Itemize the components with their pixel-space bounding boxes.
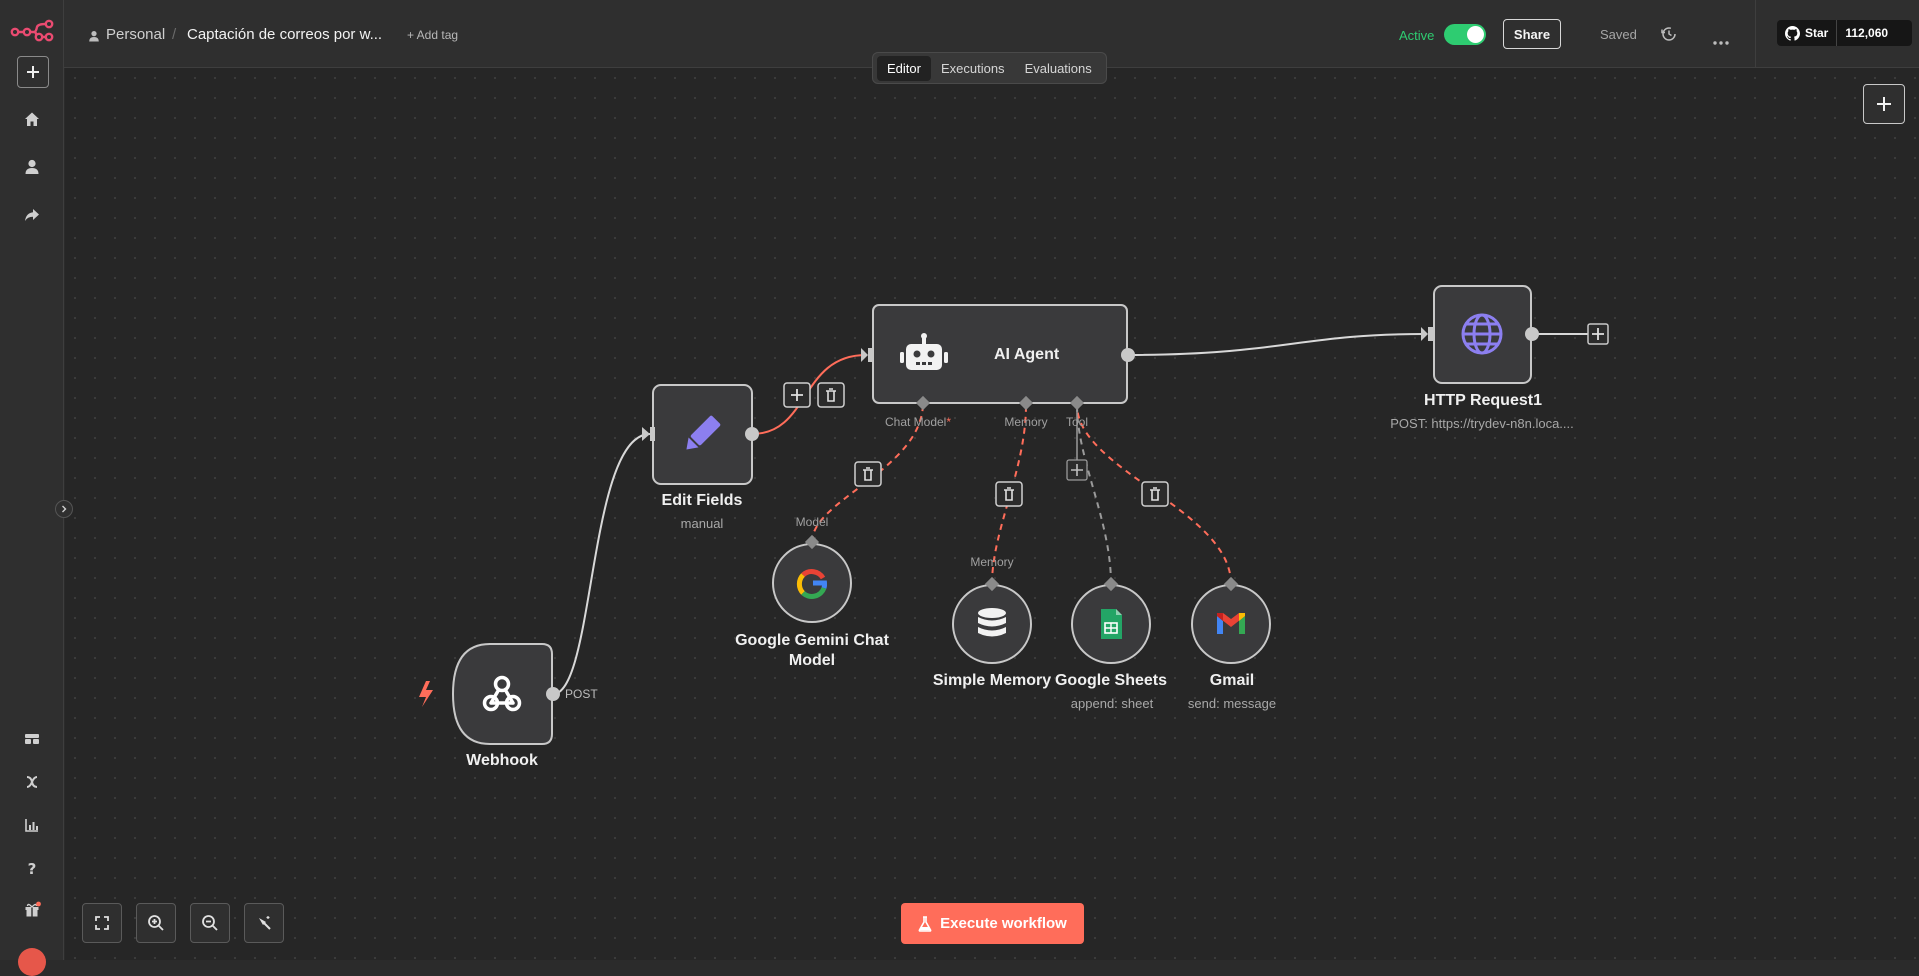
open-nodes-panel-button[interactable] xyxy=(1863,84,1905,124)
sidebar-item-insights[interactable] xyxy=(16,809,48,841)
flask-icon xyxy=(918,915,932,932)
google-sheets-subtitle: append: sheet xyxy=(1070,696,1154,711)
plus-icon xyxy=(27,66,39,78)
breadcrumb-project[interactable]: Personal xyxy=(106,26,166,43)
user-avatar[interactable] xyxy=(18,948,46,976)
port-label-tool: Tool xyxy=(1065,415,1089,429)
http-request-label: HTTP Request1 xyxy=(1424,392,1542,409)
chevron-right-icon xyxy=(62,505,67,513)
sidebar-expand-button[interactable] xyxy=(55,500,73,518)
github-icon xyxy=(1785,25,1800,41)
variables-icon xyxy=(26,776,38,788)
simple-memory-label: Simple Memory xyxy=(932,672,1052,689)
tab-evaluations[interactable]: Evaluations xyxy=(1024,60,1092,76)
workflow-canvas[interactable] xyxy=(65,68,1919,960)
sidebar-item-variables[interactable] xyxy=(16,766,48,798)
port-label-chat-model: Chat Model* xyxy=(884,415,952,429)
zoom-in-icon xyxy=(148,915,164,931)
sidebar-item-shared[interactable] xyxy=(16,199,48,231)
sidebar-item-personal[interactable] xyxy=(16,151,48,183)
fit-view-button[interactable] xyxy=(82,903,122,943)
sidebar-item-home[interactable] xyxy=(16,103,48,135)
port-label-memory: Memory xyxy=(1004,415,1048,429)
active-label: Active xyxy=(1399,28,1435,43)
saved-status: Saved xyxy=(1600,27,1637,42)
sidebar: ? xyxy=(0,0,64,976)
magic-wand-icon xyxy=(259,916,271,930)
zoom-out-icon xyxy=(202,915,218,931)
history-icon[interactable] xyxy=(1661,26,1677,47)
github-star-count: 112,060 xyxy=(1845,26,1889,40)
active-toggle[interactable] xyxy=(1444,24,1486,45)
zoom-in-button[interactable] xyxy=(136,903,176,943)
edit-fields-subtitle: manual xyxy=(680,516,724,531)
gemini-port-label: Model xyxy=(795,515,829,529)
sidebar-item-whats-new[interactable] xyxy=(16,894,48,926)
gmail-subtitle: send: message xyxy=(1187,696,1277,711)
svg-text:?: ? xyxy=(28,860,37,877)
add-tag-button[interactable]: + Add tag xyxy=(407,28,459,42)
ai-agent-label: AI Agent xyxy=(994,346,1060,363)
user-icon xyxy=(88,29,100,47)
github-star-button[interactable]: Star 112,060 xyxy=(1777,20,1912,46)
breadcrumb-separator: / xyxy=(172,26,177,43)
gemini-label-line2: Model xyxy=(788,652,836,669)
more-options-icon[interactable] xyxy=(1713,32,1729,50)
home-icon xyxy=(25,112,39,126)
webhook-label: Webhook xyxy=(466,752,538,769)
fit-view-icon xyxy=(95,916,109,930)
view-tabs: Editor Executions Evaluations xyxy=(872,52,1107,84)
share-button[interactable]: Share xyxy=(1503,19,1561,49)
gemini-label-line1: Google Gemini Chat xyxy=(735,632,889,649)
github-star-label: Star xyxy=(1805,26,1829,40)
webhook-output-label: POST xyxy=(565,687,598,701)
http-request-subtitle: POST: https://trydev-n8n.loca.... xyxy=(1390,416,1574,431)
n8n-logo[interactable] xyxy=(10,18,54,44)
toggle-knob xyxy=(1467,26,1484,43)
sidebar-item-help[interactable]: ? xyxy=(16,852,48,884)
sidebar-item-templates[interactable] xyxy=(16,723,48,755)
user-icon xyxy=(25,159,39,174)
help-icon: ? xyxy=(28,860,37,877)
plus-icon xyxy=(1877,97,1891,111)
tab-executions[interactable]: Executions xyxy=(940,60,1005,76)
edit-fields-label: Edit Fields xyxy=(661,492,743,509)
memory-port-label: Memory xyxy=(970,555,1014,569)
tab-editor[interactable]: Editor xyxy=(877,55,931,81)
topbar-divider xyxy=(1755,0,1756,68)
execute-workflow-label: Execute workflow xyxy=(940,915,1067,932)
tidy-up-button[interactable] xyxy=(244,903,284,943)
workflow-name[interactable]: Captación de correos por w... xyxy=(187,26,383,43)
new-item-button[interactable] xyxy=(17,56,49,88)
gmail-label: Gmail xyxy=(1209,672,1255,689)
execute-workflow-button[interactable]: Execute workflow xyxy=(901,903,1084,944)
gift-icon xyxy=(25,901,41,917)
zoom-out-button[interactable] xyxy=(190,903,230,943)
chart-icon xyxy=(25,819,38,832)
google-sheets-label: Google Sheets xyxy=(1054,672,1168,689)
share-icon xyxy=(25,209,39,221)
templates-icon xyxy=(25,734,39,744)
share-label: Share xyxy=(1513,26,1551,42)
